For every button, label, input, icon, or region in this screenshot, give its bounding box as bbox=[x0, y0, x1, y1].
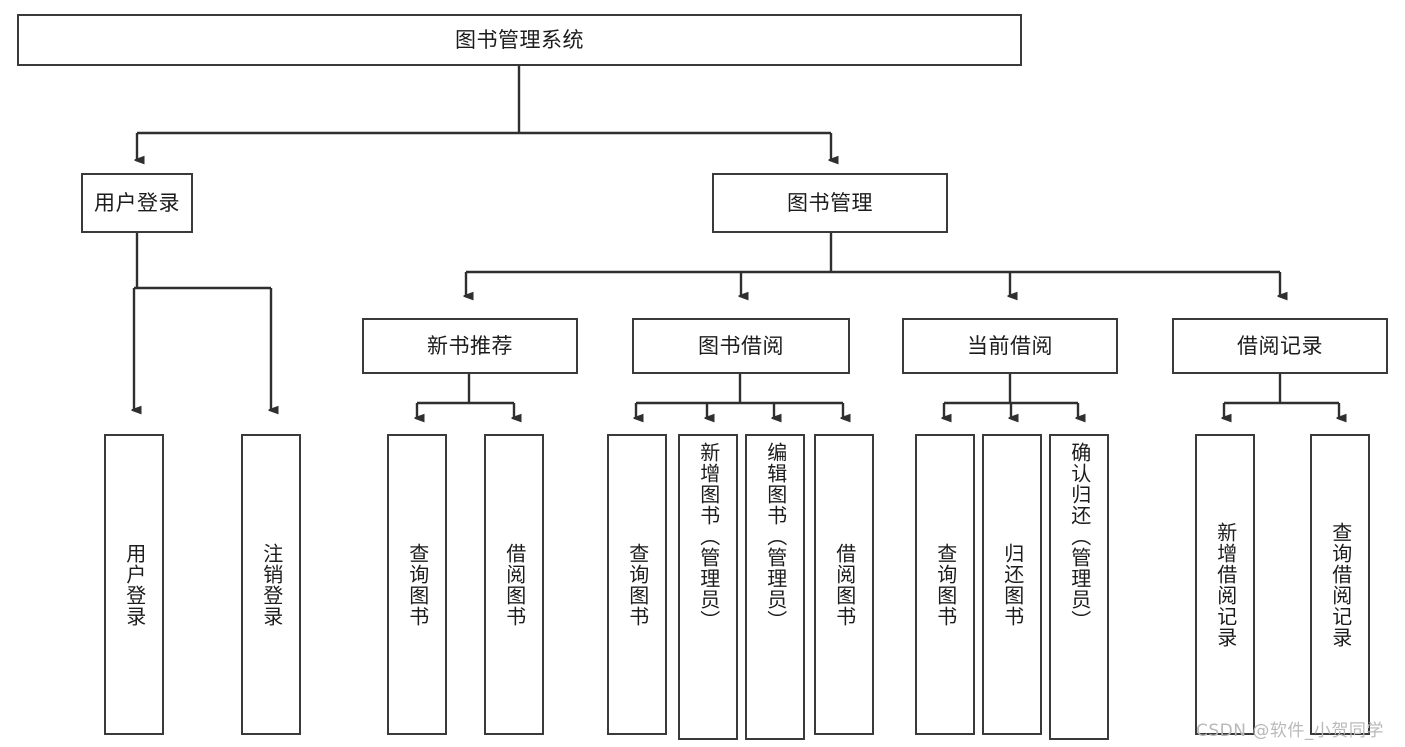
node-book-borrow[interactable]: 图书借阅 bbox=[632, 318, 850, 374]
node-user-login-label: 用户登录 bbox=[94, 190, 180, 215]
leaf-borrow-borrow-book-label: 借阅图书 bbox=[832, 542, 857, 627]
leaf-user-login-logout[interactable]: 注销登录 bbox=[241, 434, 301, 735]
leaf-new-book-borrow[interactable]: 借阅图书 bbox=[484, 434, 544, 735]
node-user-login[interactable]: 用户登录 bbox=[81, 173, 193, 233]
node-current-borrow-label: 当前借阅 bbox=[967, 333, 1053, 358]
leaf-current-query-book-label: 查询图书 bbox=[933, 542, 958, 627]
leaf-records-add-record[interactable]: 新增借阅记录 bbox=[1195, 434, 1255, 735]
leaf-borrow-edit-book-label: 编辑图书（管理员） bbox=[763, 442, 788, 631]
leaf-current-query-book[interactable]: 查询图书 bbox=[915, 434, 975, 735]
node-borrow-records[interactable]: 借阅记录 bbox=[1172, 318, 1388, 374]
leaf-user-login-login-label: 用户登录 bbox=[122, 542, 147, 627]
leaf-borrow-query-book-label: 查询图书 bbox=[625, 542, 650, 627]
watermark-text: CSDN @软件_小贺同学 bbox=[1196, 721, 1384, 741]
node-book-management-label: 图书管理 bbox=[787, 190, 873, 215]
leaf-current-return-book-label: 归还图书 bbox=[1000, 542, 1025, 627]
leaf-new-book-query[interactable]: 查询图书 bbox=[387, 434, 447, 735]
leaf-borrow-add-book[interactable]: 新增图书（管理员） bbox=[678, 434, 738, 740]
leaf-records-query-record-label: 查询借阅记录 bbox=[1328, 521, 1353, 648]
leaf-new-book-query-label: 查询图书 bbox=[405, 542, 430, 627]
node-root[interactable]: 图书管理系统 bbox=[17, 14, 1022, 66]
leaf-new-book-borrow-label: 借阅图书 bbox=[502, 542, 527, 627]
leaf-records-query-record[interactable]: 查询借阅记录 bbox=[1310, 434, 1370, 735]
leaf-user-login-login[interactable]: 用户登录 bbox=[104, 434, 164, 735]
leaf-borrow-borrow-book[interactable]: 借阅图书 bbox=[814, 434, 874, 735]
leaf-user-login-logout-label: 注销登录 bbox=[259, 542, 284, 627]
node-current-borrow[interactable]: 当前借阅 bbox=[902, 318, 1118, 374]
leaf-current-confirm-return[interactable]: 确认归还（管理员） bbox=[1049, 434, 1109, 740]
leaf-borrow-edit-book[interactable]: 编辑图书（管理员） bbox=[745, 434, 805, 740]
node-book-management[interactable]: 图书管理 bbox=[712, 173, 948, 233]
leaf-current-confirm-return-label: 确认归还（管理员） bbox=[1067, 442, 1092, 631]
leaf-records-add-record-label: 新增借阅记录 bbox=[1213, 521, 1238, 648]
node-new-book-recommend-label: 新书推荐 bbox=[427, 333, 513, 358]
leaf-current-return-book[interactable]: 归还图书 bbox=[982, 434, 1042, 735]
leaf-borrow-add-book-label: 新增图书（管理员） bbox=[696, 442, 721, 631]
node-root-label: 图书管理系统 bbox=[455, 27, 584, 52]
node-book-borrow-label: 图书借阅 bbox=[698, 333, 784, 358]
leaf-borrow-query-book[interactable]: 查询图书 bbox=[607, 434, 667, 735]
node-borrow-records-label: 借阅记录 bbox=[1237, 333, 1323, 358]
node-new-book-recommend[interactable]: 新书推荐 bbox=[362, 318, 578, 374]
